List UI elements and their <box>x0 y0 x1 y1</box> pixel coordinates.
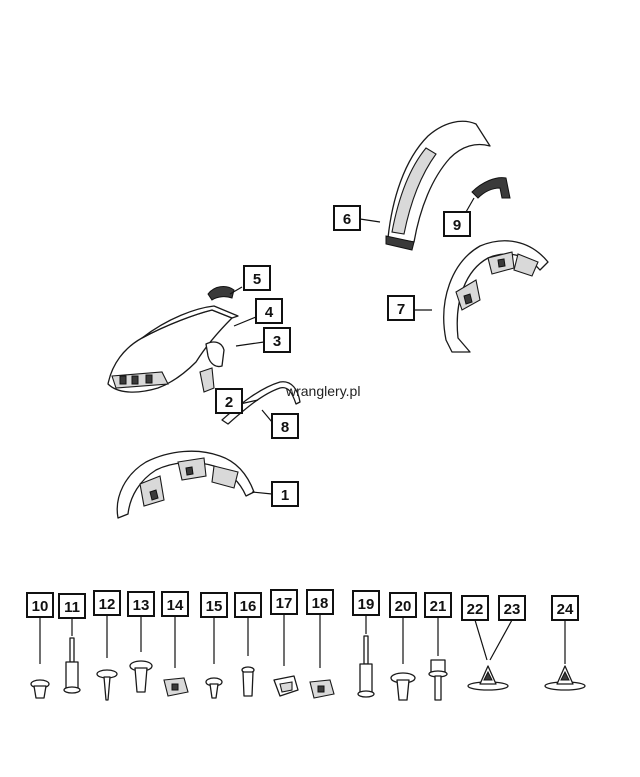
svg-text:4: 4 <box>265 304 274 321</box>
rivet-19 <box>357 635 375 698</box>
fender-bracket-small <box>199 367 215 393</box>
callout-17: 17 <box>270 589 298 666</box>
callout-24: 24 <box>551 595 579 664</box>
screw-12 <box>96 669 118 701</box>
callout-6: 6 <box>333 205 361 231</box>
push-fastener-20 <box>390 672 416 701</box>
svg-text:1: 1 <box>281 487 289 504</box>
svg-text:7: 7 <box>397 301 405 318</box>
watermark: wranglery.pl <box>285 383 360 399</box>
callout-16: 16 <box>234 592 262 656</box>
callout-19: 19 <box>352 590 380 634</box>
callout-8: 8 <box>271 413 299 439</box>
clip-16 <box>241 666 255 697</box>
fender-cap-5 <box>207 286 235 301</box>
callout-7: 7 <box>387 295 415 321</box>
svg-text:5: 5 <box>253 271 261 288</box>
clip-18 <box>309 679 335 699</box>
callout-4: 4 <box>255 298 283 324</box>
retainer-clip-22-23 <box>467 665 509 691</box>
svg-text:3: 3 <box>273 333 281 350</box>
callout-13: 13 <box>127 591 155 652</box>
svg-text:18: 18 <box>312 595 329 612</box>
wheelhouse-liner-rear <box>443 240 549 353</box>
svg-text:16: 16 <box>240 598 257 615</box>
callout-9: 9 <box>443 211 471 237</box>
retainer-clip-17 <box>273 675 299 697</box>
callout-10: 10 <box>26 592 54 664</box>
push-pin-clip-10 <box>30 679 50 699</box>
svg-text:11: 11 <box>64 599 80 616</box>
bolt-21 <box>428 659 448 701</box>
push-pin-15 <box>205 677 223 699</box>
callout-20: 20 <box>389 592 417 664</box>
fender-flare-front <box>107 305 239 393</box>
svg-text:21: 21 <box>430 598 447 615</box>
callout-22: 22 <box>461 595 489 661</box>
callout-18: 18 <box>306 589 334 668</box>
push-fastener-13 <box>129 660 153 693</box>
callout-1: 1 <box>271 481 299 507</box>
callout-2: 2 <box>215 388 243 414</box>
svg-text:19: 19 <box>358 596 375 613</box>
retainer-clip-24 <box>544 665 586 691</box>
callout-12: 12 <box>93 590 121 658</box>
svg-text:17: 17 <box>276 595 293 612</box>
fender-flare-rear <box>385 120 491 251</box>
svg-text:9: 9 <box>453 217 461 234</box>
wheelhouse-liner-front <box>116 450 255 519</box>
svg-text:22: 22 <box>467 601 484 618</box>
svg-text:13: 13 <box>133 597 150 614</box>
svg-text:23: 23 <box>504 601 521 618</box>
svg-text:20: 20 <box>395 598 412 615</box>
nut-clip-14 <box>163 677 189 697</box>
svg-text:10: 10 <box>32 598 49 615</box>
svg-text:6: 6 <box>343 211 351 228</box>
rivet-11 <box>63 637 81 694</box>
svg-text:15: 15 <box>206 598 223 615</box>
svg-text:2: 2 <box>225 394 233 411</box>
callout-23: 23 <box>489 595 526 661</box>
callout-15: 15 <box>200 592 228 664</box>
svg-text:14: 14 <box>167 597 184 614</box>
callout-14: 14 <box>161 591 189 668</box>
svg-text:12: 12 <box>99 596 116 613</box>
flare-extension-9 <box>471 177 511 199</box>
svg-text:24: 24 <box>557 601 574 618</box>
callout-21: 21 <box>424 592 452 656</box>
callout-3: 3 <box>263 327 291 353</box>
flare-molding-8 <box>221 381 301 425</box>
callout-5: 5 <box>243 265 271 291</box>
svg-text:8: 8 <box>281 419 289 436</box>
callout-11: 11 <box>58 593 86 636</box>
